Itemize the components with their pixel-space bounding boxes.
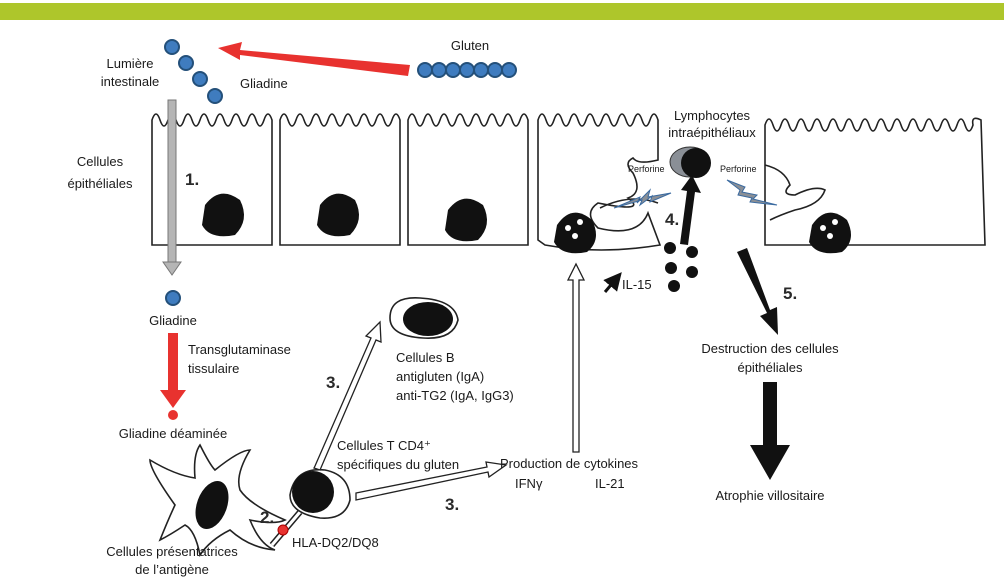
gliadine-deamidated-label: Gliadine déaminée [119, 426, 227, 441]
b-cell-nucleus [403, 302, 453, 336]
red-arrow-transglutaminase [168, 333, 178, 393]
black-arrow-step4 [680, 175, 701, 245]
perforine-bolt-left-icon [613, 188, 672, 209]
cell-nuclei [202, 193, 851, 254]
transglutaminase-label-1: Transglutaminase [188, 342, 291, 357]
b-cells-label-3: anti-TG2 (IgA, IgG3) [396, 388, 514, 403]
iel-label-1: Lymphocytes [674, 108, 751, 123]
b-cells-label-2: antigluten (IgA) [396, 369, 484, 384]
red-arrow-cleavage [218, 42, 410, 76]
black-arrow-step5 [737, 248, 778, 335]
step-3b-label: 3. [445, 495, 459, 514]
t-cells-label-2: spécifiques du gluten [337, 457, 459, 472]
antigen-presenting-cell [149, 443, 287, 558]
epithelial-label-2: épithéliales [67, 176, 133, 191]
apc-label-1: Cellules présentatrices [106, 544, 238, 559]
gliadine-top-label: Gliadine [240, 76, 288, 91]
t-cell-nucleus [292, 471, 334, 513]
apc-label-2: de l’antigène [135, 562, 209, 577]
perforine-right-label: Perforine [720, 164, 757, 174]
perforine-bolt-right-icon [726, 179, 778, 206]
gray-transport-arrow [167, 99, 177, 263]
cytokine-dots [664, 242, 698, 292]
deamidated-gliadine-dot [168, 410, 178, 420]
step-2-label: 2. [260, 508, 274, 527]
gliadine-bead-icon [165, 290, 181, 306]
header-bar [0, 3, 1004, 20]
t-cells-label-1: Cellules T CD4⁺ [337, 438, 431, 453]
b-cells-label-1: Cellules B [396, 350, 455, 365]
step-4-label: 4. [665, 210, 679, 229]
ifn-label: IFNγ [515, 476, 543, 491]
destruction-label-1: Destruction des cellules [701, 341, 839, 356]
lumen-label-1: Lumière [107, 56, 154, 71]
epithelial-cells [151, 113, 986, 251]
gluten-chain-icon [417, 62, 517, 78]
gluten-label: Gluten [451, 38, 489, 53]
step-5-label: 5. [783, 284, 797, 303]
gliadine-beads-icon [164, 39, 223, 104]
step-3a-label: 3. [326, 373, 340, 392]
cytokines-label: Production de cytokines [500, 456, 639, 471]
epithelial-label-1: Cellules [77, 154, 124, 169]
open-arrow-to-cytokines [355, 461, 508, 501]
il15-label: IL-15 [622, 277, 652, 292]
transglutaminase-label-2: tissulaire [188, 361, 239, 376]
step-1-label: 1. [185, 170, 199, 189]
perforine-left-label: Perforine [628, 164, 665, 174]
il15-arrow [603, 272, 622, 293]
nucleus-vacuoles [565, 219, 838, 239]
apc-nucleus [195, 480, 229, 530]
atrophy-label: Atrophie villositaire [715, 488, 824, 503]
hla-antigen-dot [277, 524, 289, 536]
black-arrow-atrophy [750, 382, 790, 480]
gliadine-mid-label: Gliadine [149, 313, 197, 328]
open-arrow-up-cytokines [566, 262, 586, 453]
iel-label-2: intraépithéliaux [668, 125, 756, 140]
hla-label: HLA-DQ2/DQ8 [292, 535, 379, 550]
open-arrow-to-b-cells [313, 320, 382, 471]
destruction-label-2: épithéliales [737, 360, 803, 375]
il21-label: IL-21 [595, 476, 625, 491]
lumen-label-2: intestinale [101, 74, 160, 89]
